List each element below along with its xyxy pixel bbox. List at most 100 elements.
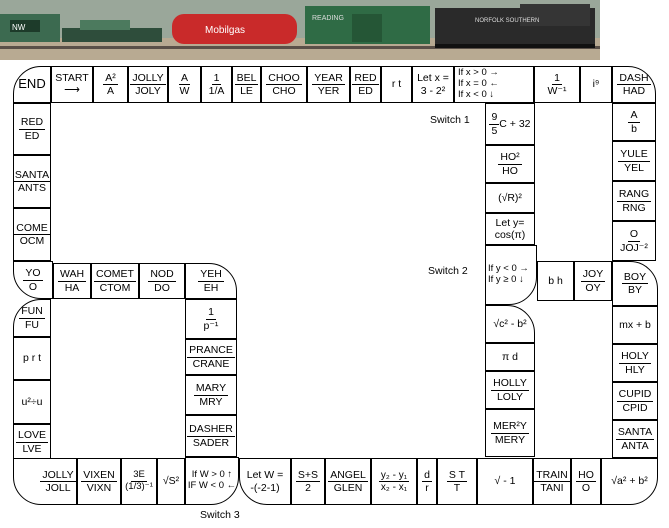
center-cell-sqrt-r: (√R)² [485,183,535,213]
line-a: If y < 0 → [488,263,529,275]
denominator: JOJ⁻² [620,241,648,254]
denominator: HA [64,281,80,294]
right-arrow-icon: ⟶ [64,84,80,97]
engine-label: NORFOLK SOUTHERN [475,18,539,24]
numerator: WAH [57,268,87,282]
denominator: RNG [622,201,646,214]
cell-text: (√R)² [498,191,522,204]
cell-text: π d [501,350,518,363]
numerator: O [627,228,641,242]
numerator: MER²Y [491,420,529,434]
numerator: d [422,468,432,482]
numerator: CUPID [616,388,654,402]
denominator: CRANE [192,357,230,370]
numerator: HOLY [619,350,651,364]
denominator: LE [240,85,253,97]
numerator: HO² [498,151,522,165]
denominator: CPID [622,401,648,414]
denominator: (1/3)⁻¹ [125,481,153,492]
left-cell-6: p r t [13,337,51,380]
numerator: YO [23,267,43,281]
numerator: RED [352,71,379,85]
cell-text: √a² + b² [611,475,648,488]
denominator: BY [627,284,642,296]
denominator: 2 [305,482,311,494]
start-label: START [55,72,89,85]
denominator: YER [317,85,340,97]
numerator: BOY [621,270,649,284]
denominator: ANTS [18,182,47,194]
cell-text: √S² [162,475,180,488]
line-a: Let y= [495,216,525,229]
denominator: JOLY [135,85,161,97]
line-b: cos(π) [494,229,526,241]
center-cell-pi-d: π d [485,343,535,371]
denominator: ANTA [621,439,649,452]
denominator: LOLY [496,390,524,403]
start-cell: START⟶ [51,66,93,103]
denominator: FU [25,318,39,331]
numerator: NOD [148,268,176,282]
numerator: SANTA [14,168,50,182]
bottom-cell-sqrt-neg1: √ - 1 [477,458,533,505]
switch3-cell: If W > 0 ↑IF W < 0 ← [185,457,239,505]
cell-let-x: Let x =3 - 2² [412,66,454,103]
train-illustration: NW Mobilgas READING NORFOLK SOUTHERN [0,0,600,60]
cell-text: mx + b [619,318,651,331]
numerator: JOY [580,268,606,282]
line-b: If x = 0 ← [458,78,499,90]
denominator: OCM [19,235,45,247]
numerator: VIXEN [81,468,117,482]
denominator: JOLL [45,482,71,494]
cell-i9: i⁹ [580,66,612,103]
cell-text: i⁹ [592,78,600,91]
line-b: -(-2-1) [250,481,280,494]
numerator: 1 [206,306,216,320]
denominator: VIXN [86,482,112,494]
numerator: YEH [198,268,224,282]
denominator: GLEN [333,482,363,494]
denominator: ED [358,85,373,97]
numerator: PRANCE [187,344,235,358]
line-b: If y ≥ 0 ↓ [488,274,524,285]
denominator: O [581,482,591,494]
numerator: FUN [19,305,45,319]
denominator: TANI [540,482,564,494]
denominator: A [106,85,114,97]
denominator: HAD [622,85,646,97]
numerator: HOLLY [491,377,529,391]
numerator: RED [18,116,46,130]
numerator: y₂ - y₁ [378,469,410,482]
denominator: HO [502,164,518,177]
line-c: If x < 0 ↓ [458,88,495,100]
cell-text: b h [548,274,563,287]
denominator: r [425,482,429,494]
denominator: EH [203,281,219,294]
cell-text: u²÷u [21,395,43,408]
numerator: 9 [489,111,500,125]
left-cell-7: u²÷u [13,380,51,424]
